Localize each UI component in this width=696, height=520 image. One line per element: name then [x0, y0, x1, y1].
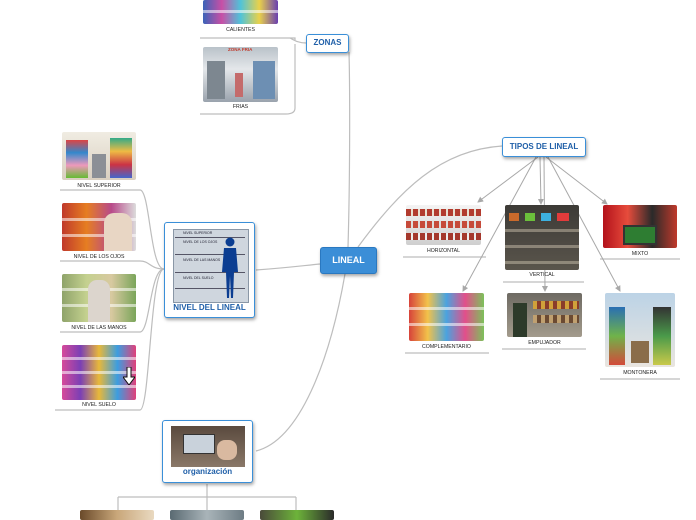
calientes-caption: CALIENTES	[226, 27, 255, 33]
complementario-image	[409, 293, 484, 341]
mixto-caption: MIXTO	[631, 251, 649, 257]
down-arrow-icon	[123, 367, 135, 385]
nivel-diagram-label-4: NIVEL DEL SUELO	[183, 276, 214, 280]
tipos-de-lineal-node[interactable]: TIPOS DE LINEAL	[502, 137, 586, 157]
person-silhouette-icon	[222, 237, 238, 298]
organizacion-node[interactable]: organización	[162, 420, 253, 483]
nivel-diagram-label-1: NIVEL SUPERIOR	[183, 231, 213, 235]
montonera-image	[605, 293, 675, 367]
nivel-suelo-caption: NIVEL SUELO	[82, 402, 116, 408]
frias-image: ZONA FRIA	[203, 47, 278, 102]
horizontal-caption: HORIZONTAL	[426, 248, 461, 254]
organizacion-child-image-3	[260, 510, 334, 520]
nivel-diagram-image: NIVEL SUPERIOR NIVEL DE LOS OJOS NIVEL D…	[173, 229, 249, 303]
nivel-del-lineal-label: NIVEL DEL LINEAL	[173, 303, 246, 312]
complementario-caption: COMPLEMENTARIO	[422, 344, 471, 350]
nivel-manos-caption: NIVEL DE LAS MANOS	[71, 325, 127, 331]
organizacion-child-image-2	[170, 510, 244, 520]
nivel-suelo-image	[62, 345, 136, 400]
montonera-caption: MONTONERA	[623, 370, 657, 376]
vertical-image	[505, 205, 579, 270]
nivel-ojos-caption: NIVEL DE LOS OJOS	[73, 254, 125, 260]
empujador-image	[507, 293, 582, 337]
nivel-superior-image	[62, 132, 136, 180]
nivel-superior-caption: NIVEL SUPERIOR	[77, 183, 121, 189]
zonas-node[interactable]: ZONAS	[306, 34, 349, 53]
tipos-de-lineal-label: TIPOS DE LINEAL	[509, 142, 579, 151]
zonas-label: ZONAS	[313, 38, 342, 47]
nivel-ojos-image	[62, 203, 136, 251]
nivel-diagram-label-3: NIVEL DE LAS MANOS	[183, 258, 221, 262]
organizacion-label: organización	[182, 467, 233, 476]
organizacion-image	[171, 426, 245, 467]
nivel-del-lineal-node[interactable]: NIVEL SUPERIOR NIVEL DE LOS OJOS NIVEL D…	[164, 222, 255, 318]
central-node-lineal[interactable]: LINEAL	[320, 247, 377, 274]
frias-caption: FRIAS	[232, 104, 249, 110]
nivel-manos-image	[62, 274, 136, 322]
mixto-image	[603, 205, 677, 248]
calientes-image	[203, 0, 278, 24]
organizacion-child-image-1	[80, 510, 154, 520]
central-node-label: LINEAL	[332, 255, 365, 265]
vertical-caption: VERTICAL	[529, 272, 555, 278]
empujador-caption: EMPUJADOR	[528, 340, 561, 346]
horizontal-image	[406, 205, 481, 245]
zona-fria-sign: ZONA FRIA	[228, 47, 253, 52]
nivel-diagram-label-2: NIVEL DE LOS OJOS	[183, 240, 218, 244]
